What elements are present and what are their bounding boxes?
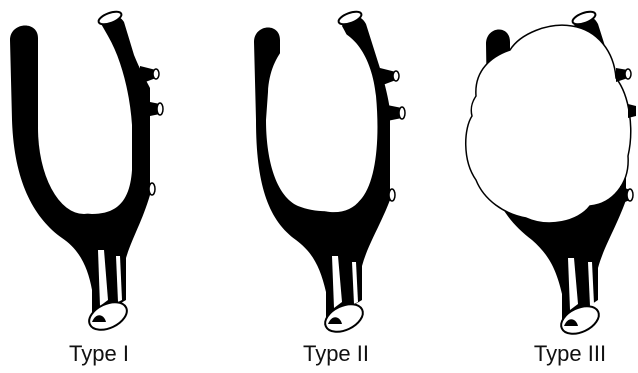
branch-opening: [153, 69, 159, 79]
branch-stub: [628, 104, 636, 118]
branch-opening: [625, 69, 631, 79]
branch-opening: [389, 189, 395, 201]
panel-type-2: [254, 9, 405, 337]
panel-type-1: [10, 9, 163, 335]
branch-opening: [149, 183, 155, 195]
caption-type-1: Type I: [69, 343, 129, 365]
lumen-type-2: [266, 28, 377, 211]
branch-opening: [627, 189, 633, 201]
vessel-opening-bottom: [85, 297, 131, 336]
caption-type-3: Type III: [534, 343, 606, 365]
branch-opening: [399, 107, 405, 119]
lumen-type-1: [38, 42, 130, 214]
branch-opening: [393, 71, 399, 81]
branch-opening: [157, 103, 163, 115]
panel-type-3: [466, 9, 636, 339]
caption-type-2: Type II: [303, 343, 369, 365]
